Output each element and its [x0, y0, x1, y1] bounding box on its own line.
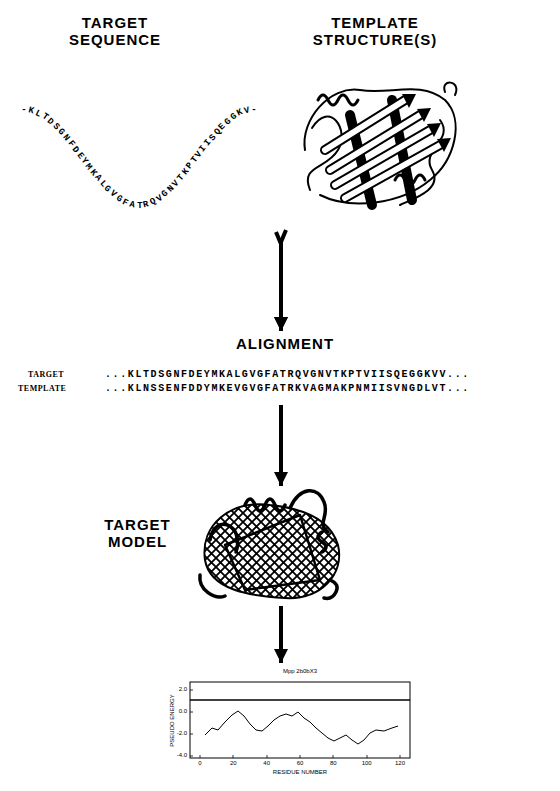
sequence-text: -KLTDSGNFDEYMKALGVGFATRQVGNVTKPTVIISQEGG… [10, 8, 276, 230]
tick-label: 120 [390, 760, 410, 767]
sequence-text: ...KLTDSGNFDEYMKALGVGFATRQVGNVTKPTVIISQE… [105, 369, 470, 381]
stage-group: TEMPLATE STRUCTURE(S) [284, 8, 550, 230]
stage-group: TARGET MODEL [90, 488, 360, 606]
sequence-text: ...KLNSSENFDDYMKEVGVGFATRKVAGMAKPNMIISVN… [105, 383, 470, 395]
stage-title: TARGET SEQUENCE [55, 14, 175, 49]
tick-label: 0.0 [167, 708, 187, 715]
axis-label: PSEUDO ENERGY [169, 689, 176, 751]
tick-label: 0 [190, 760, 210, 767]
plot-title: Mpp 2b0bX3 [250, 668, 350, 675]
tick-label: -2.0 [167, 730, 187, 737]
sequence-letter: V [243, 105, 251, 116]
tick-label: 100 [357, 760, 377, 767]
stage-group: Mpp 2b0bX3PSEUDO ENERGY RESIDUE NUMBER 2.0… [165, 665, 430, 783]
tick-label: 40 [257, 760, 277, 767]
tick-label: 80 [323, 760, 343, 767]
sequence-letter: - [21, 105, 26, 115]
stage-title: ALIGNMENT [215, 335, 355, 352]
stage-title: TEMPLATE STRUCTURE(S) [290, 14, 460, 49]
flow-arrow [279, 405, 283, 486]
tick-label: 20 [223, 760, 243, 767]
tick-label: 2.0 [167, 686, 187, 693]
pseudo-energy-plot [190, 682, 410, 758]
target-model [200, 491, 339, 599]
flow-arrow [281, 230, 286, 331]
tick-label: -4.0 [167, 752, 187, 759]
stage-group: ALIGNMENT TARGET ...KLTDSGNFDEYMKALGVGFATR… [10, 333, 550, 405]
stage-title: TARGET MODEL [95, 516, 180, 551]
axis-label: RESIDUE NUMBER [250, 769, 350, 776]
sequence-letter: T [137, 201, 143, 211]
sequence-letter: - [251, 105, 256, 115]
tick-label: 60 [290, 760, 310, 767]
sequence-letter: A [128, 199, 136, 210]
stage-group: TARGET SEQUENCE-KLTDSGNFDEYMKALGVGFATRQV… [10, 8, 278, 232]
template-structure [304, 83, 456, 205]
row-label: TARGET [28, 370, 98, 379]
row-label: TEMPLATE [18, 384, 98, 393]
flow-arrow [279, 606, 283, 663]
